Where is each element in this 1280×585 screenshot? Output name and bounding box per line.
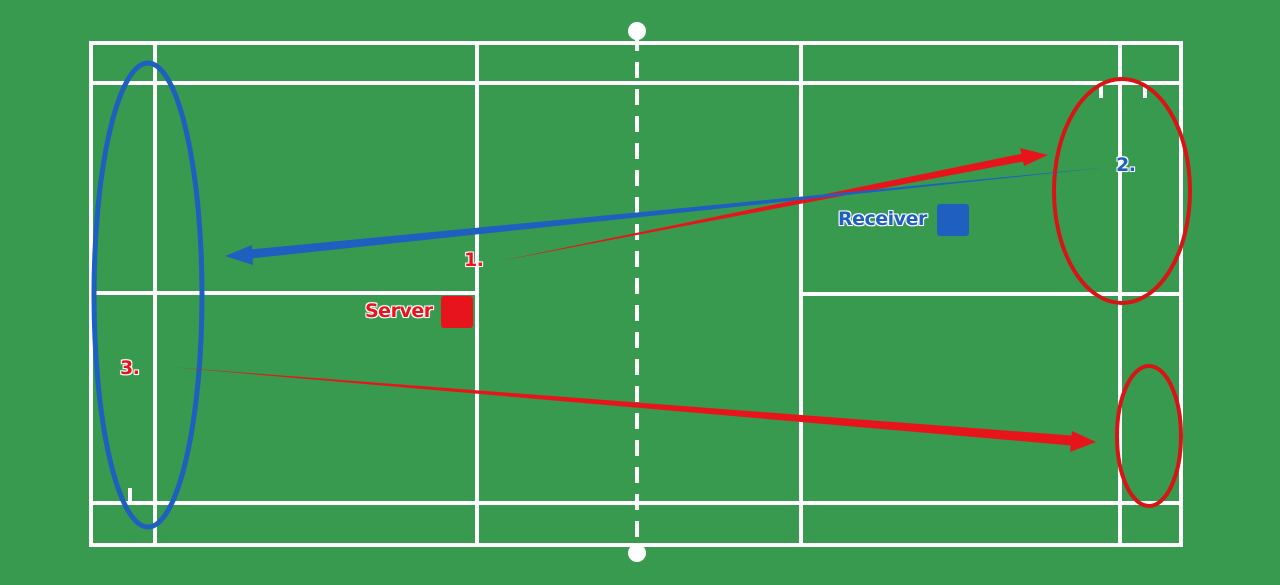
server-label: Server [365,300,433,322]
receiver-square-icon [937,204,969,236]
shot-1-label: 1. [464,249,484,271]
shot-3-arrowhead [1070,431,1096,452]
red-target-zone-top [1052,77,1192,305]
shot-2-label: 2. [1116,154,1136,176]
shot-3-trajectory [170,367,1078,446]
shot-2-arrowhead [225,245,253,265]
server-square-icon [441,296,473,328]
net-post-icon [628,22,646,40]
blue-target-zone [91,60,205,530]
red-target-zone-bottom [1115,364,1183,508]
shot-1-arrowhead [1020,148,1048,166]
receiver-label: Receiver [838,208,927,230]
shot-3-label: 3. [120,357,140,379]
shot-2-trajectory [245,167,1110,259]
shot-1-trajectory [500,152,1031,261]
net-post-icon [628,544,646,562]
